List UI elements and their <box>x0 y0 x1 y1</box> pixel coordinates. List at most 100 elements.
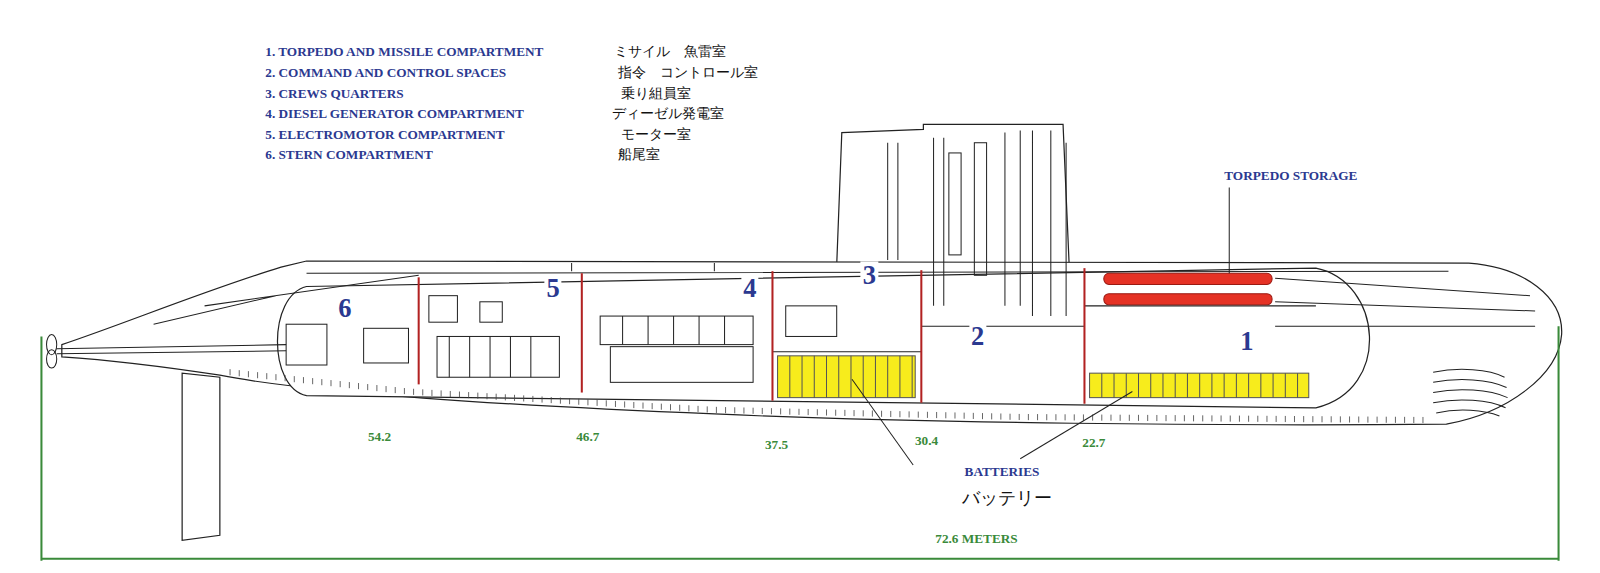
hull-frame <box>542 396 543 402</box>
torpedo-tube <box>1275 278 1535 326</box>
battery-cell <box>912 356 913 398</box>
hull-frame <box>477 393 478 399</box>
hull-frame <box>441 390 442 396</box>
hull-frame <box>1211 415 1212 421</box>
hull-frame <box>734 407 735 413</box>
hull-frame <box>789 409 790 415</box>
sail <box>837 124 1069 265</box>
battery-cell <box>899 356 900 398</box>
hull-frame <box>1156 415 1157 421</box>
hull-frame <box>1377 417 1378 423</box>
hull-frame <box>349 382 350 388</box>
part-label: TORPEDO STORAGE <box>1222 168 1359 183</box>
hull-frame <box>707 406 708 412</box>
compartment-name-ja: ディーゼル発電室 <box>610 107 726 122</box>
hull-frame <box>1037 414 1038 420</box>
periscope <box>974 143 986 276</box>
hull-frame <box>358 383 359 389</box>
hull-frame <box>1147 415 1148 421</box>
hull-frame <box>340 381 341 387</box>
bulkhead <box>920 270 922 403</box>
battery-cell <box>1297 373 1298 397</box>
battery-cell <box>863 356 864 398</box>
hull-frame <box>551 397 552 403</box>
shaft <box>57 345 286 354</box>
hull-frame <box>982 413 983 419</box>
hull-frame <box>560 398 561 404</box>
hull-frame <box>1166 415 1167 421</box>
compartment-name: 3. CREWS QUARTERS <box>263 87 405 102</box>
hull-frame <box>386 386 387 392</box>
hull-frame <box>303 377 304 383</box>
callout-number: 4 <box>741 274 758 303</box>
hull-frame <box>1331 416 1332 422</box>
bulkhead <box>418 277 420 384</box>
hull-frame <box>1257 416 1258 422</box>
battery-cell <box>1211 373 1212 397</box>
battery-cell <box>802 356 803 398</box>
hull-frame <box>826 409 827 415</box>
hull-frame <box>1221 415 1222 421</box>
rudder <box>182 373 220 540</box>
hull-frame <box>1110 415 1111 421</box>
hull-frame <box>817 409 818 415</box>
hull-frame <box>633 402 634 408</box>
battery-cell <box>887 356 888 398</box>
battery-cell <box>1150 373 1151 397</box>
hull-frame <box>239 370 240 376</box>
hull-frame <box>1193 415 1194 421</box>
battery-cell <box>826 356 827 398</box>
dimension: 54.2 <box>366 429 393 444</box>
hull-frame <box>698 406 699 412</box>
hull-frame <box>945 412 946 418</box>
machinery <box>429 296 458 323</box>
battery-cell <box>1236 373 1237 397</box>
hull-frame <box>1101 415 1102 421</box>
battery-cell <box>789 356 790 398</box>
hull-frame <box>927 412 928 418</box>
compartment-name: 2. COMMAND AND CONTROL SPACES <box>263 66 508 81</box>
hull-frame <box>1312 416 1313 422</box>
dimension: 46.7 <box>574 429 601 444</box>
hull-frame <box>762 408 763 414</box>
compartment-name: 1. TORPEDO AND MISSILE COMPARTMENT <box>263 45 545 60</box>
hull-frame <box>1276 416 1277 422</box>
hull-frame <box>1046 414 1047 420</box>
battery-cell <box>1260 373 1261 397</box>
hull-frame <box>1184 415 1185 421</box>
battery-cell <box>1285 373 1286 397</box>
hull-frame <box>844 410 845 416</box>
hull-frame <box>798 409 799 415</box>
hull-frame <box>404 388 405 394</box>
hull-frame <box>1230 416 1231 422</box>
battery <box>778 356 916 398</box>
hull-frame <box>716 407 717 413</box>
dimension: 30.4 <box>913 434 940 449</box>
hull-frame <box>1202 415 1203 421</box>
hull-frame <box>1422 417 1423 423</box>
deck <box>772 306 1315 352</box>
mast <box>888 131 1066 317</box>
battery <box>1090 373 1309 397</box>
hull-frame <box>936 412 937 418</box>
hull-frame <box>1322 416 1323 422</box>
hull-frame <box>431 390 432 396</box>
hull-frame <box>743 407 744 413</box>
hull-frame <box>973 413 974 419</box>
hull-frame <box>496 394 497 400</box>
hull-frame <box>1404 417 1405 423</box>
hull-frame <box>1285 416 1286 422</box>
hull-frame <box>661 404 662 410</box>
bulkhead <box>581 273 583 392</box>
hull-frame <box>1358 416 1359 422</box>
hull-frame <box>1019 414 1020 420</box>
machinery <box>364 328 409 363</box>
hull-frame <box>413 389 414 395</box>
hull-frame <box>1120 415 1121 421</box>
diesel-engine <box>600 316 753 345</box>
leader-line <box>1229 188 1230 274</box>
battery-cell <box>1199 373 1200 397</box>
hull-frame <box>395 387 396 393</box>
hull-frame <box>1340 416 1341 422</box>
hull-frame <box>312 378 313 384</box>
